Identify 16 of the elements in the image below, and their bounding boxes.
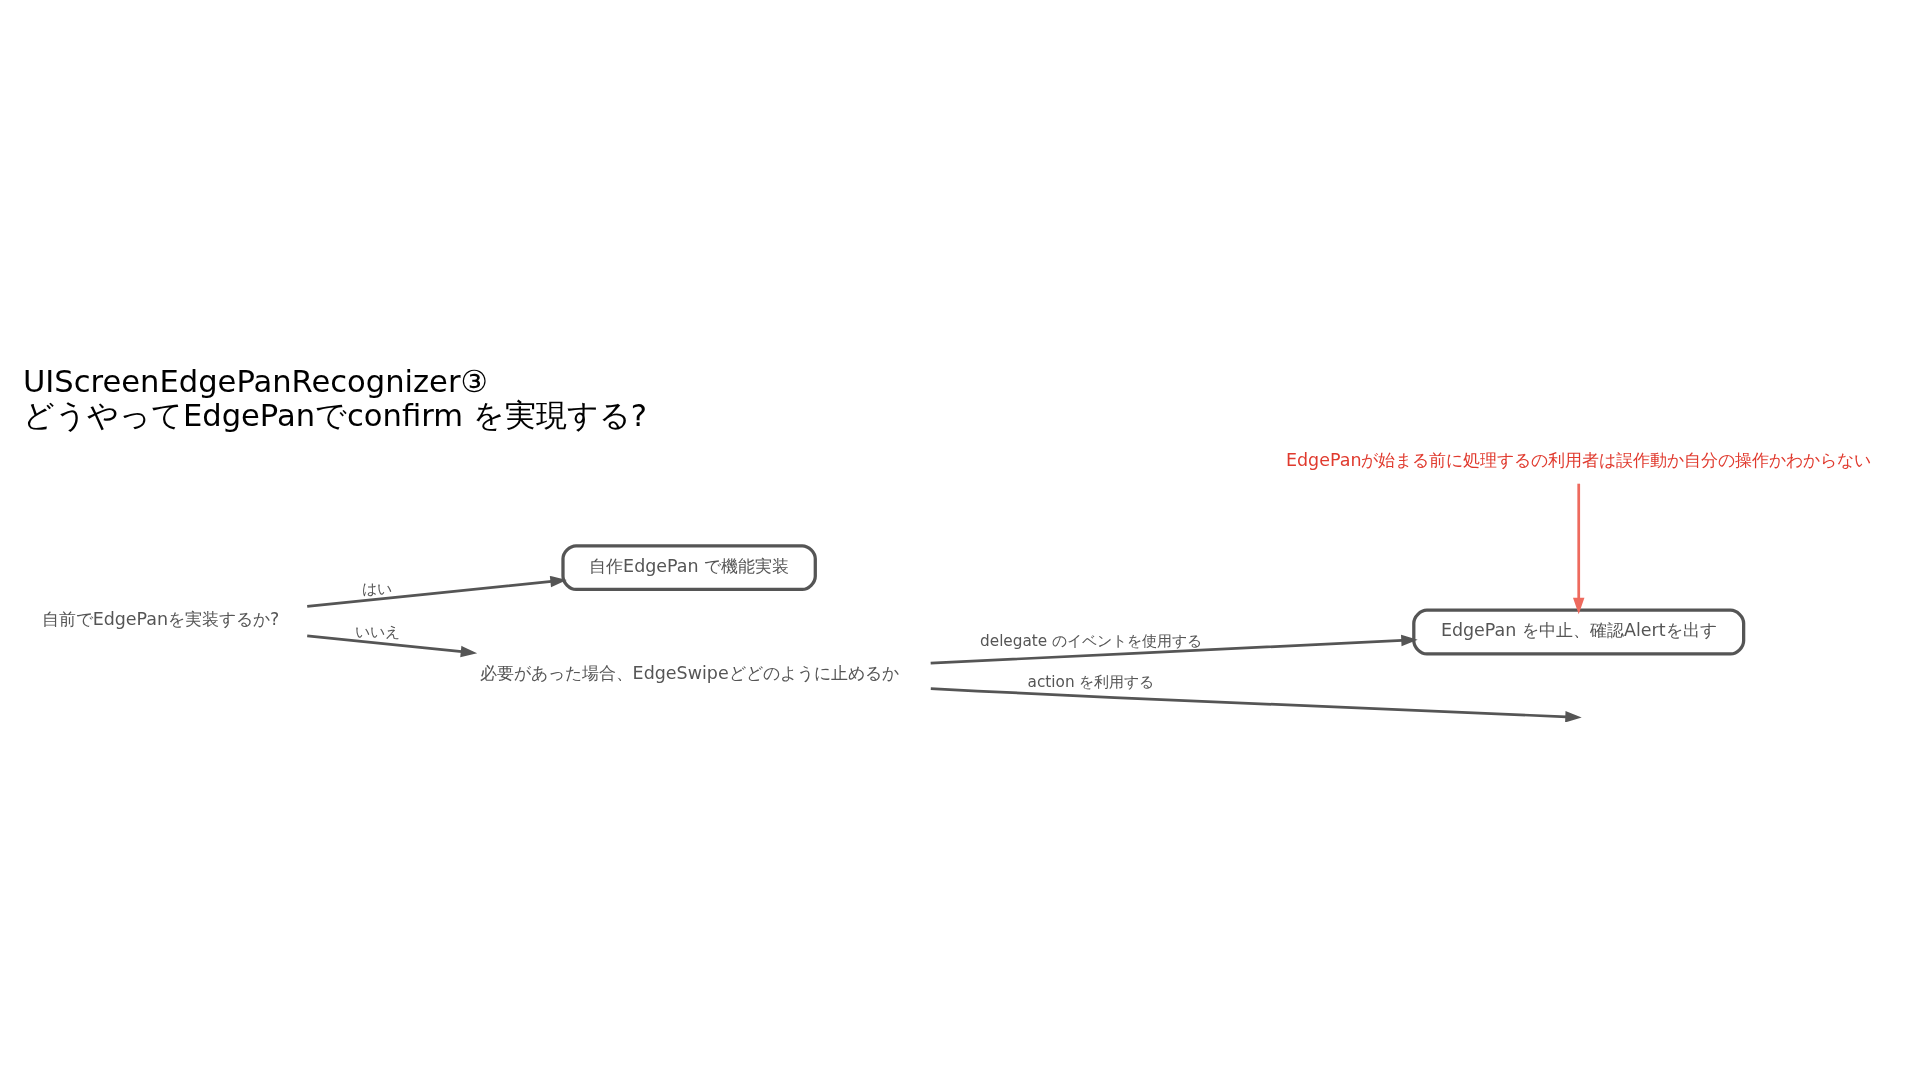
node-text: 必要があった場合、EdgeSwipeどどのように止めるか [479,662,899,683]
edge-label: いいえ [354,622,400,641]
edge-label: はい [362,579,393,598]
node-text: 自前でEdgePanを実装するか? [41,608,280,629]
node-box: EdgePan を中止、確認Alertを出す [1412,608,1746,656]
edge-label: action を利用する [1027,672,1155,691]
arrow [930,686,1582,722]
edge-label: delegate のイベントを使用する [980,631,1203,650]
diagram-title: UIScreenEdgePanRecognizer③ [22,363,488,399]
caption: どうやってEdgePanでconfirm を実現する? [22,397,647,433]
node-text: EdgePanが始まる前に処理するの利用者は誤作動か自分の操作かわからない [1285,449,1872,470]
arrow [930,634,1418,664]
arrow [307,575,567,608]
arrow [1572,483,1585,614]
node-box: 自作EdgePan で機能実装 [561,543,817,591]
arrow [307,634,478,657]
